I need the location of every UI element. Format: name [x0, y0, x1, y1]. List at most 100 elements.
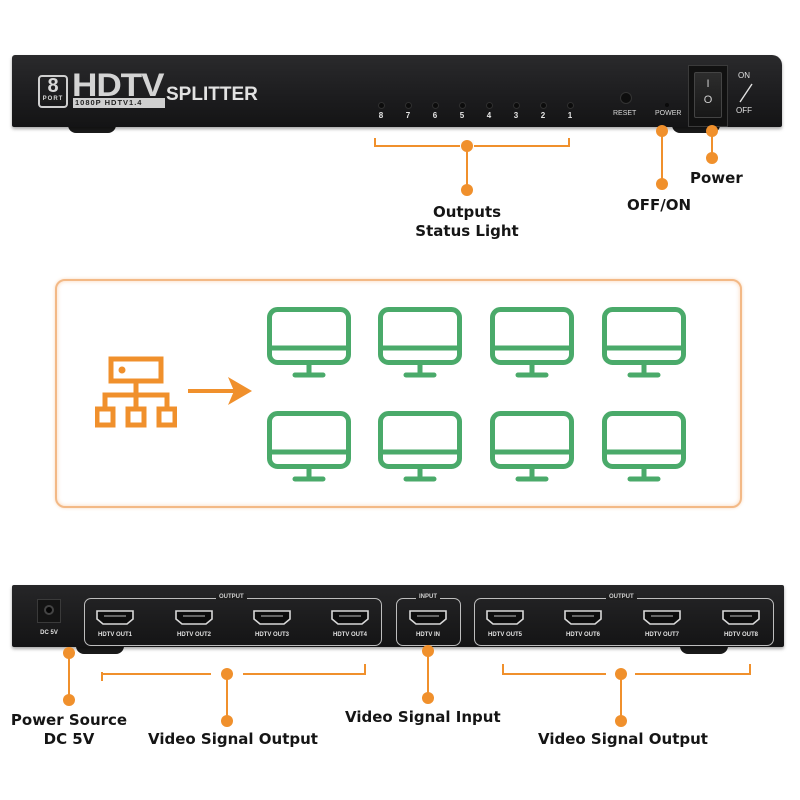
callout-line — [711, 130, 713, 156]
bracket-line — [635, 673, 751, 675]
monitor-icon — [490, 307, 574, 378]
callout-dot — [656, 178, 668, 190]
hdmi-output-port[interactable] — [330, 609, 370, 626]
hdmi-output-port[interactable] — [485, 609, 525, 626]
callout-dot — [461, 184, 473, 196]
on-off-slash-icon — [739, 83, 753, 103]
hdmi-port-label: HDTV OUT7 — [644, 632, 679, 638]
status-led-number: 5 — [459, 111, 465, 120]
hdmi-port-label: HDTV OUT1 — [97, 632, 132, 638]
reset-button[interactable] — [621, 93, 631, 103]
hdmi-output-port[interactable] — [721, 609, 761, 626]
hdmi-output-port[interactable] — [174, 609, 214, 626]
bracket-line — [243, 673, 366, 675]
input-group-title: INPUT — [416, 594, 440, 600]
off-on-label: OFF/ON — [627, 196, 692, 214]
status-led — [433, 103, 438, 108]
status-led-number: 3 — [513, 111, 519, 120]
power-led — [665, 103, 669, 107]
hdmi-port-label: HDTV OUT8 — [723, 632, 758, 638]
status-led — [487, 103, 492, 108]
power-source-label: Power Source DC 5V — [10, 711, 128, 748]
hdmi-output-port[interactable] — [252, 609, 292, 626]
bracket-line — [101, 672, 103, 681]
status-led — [514, 103, 519, 108]
monitor-icon — [602, 411, 686, 482]
monitor-icon — [267, 411, 351, 482]
status-led — [379, 103, 384, 108]
arrow-right-icon — [188, 377, 252, 405]
status-led — [568, 103, 573, 108]
monitor-icon — [490, 411, 574, 482]
status-led — [406, 103, 411, 108]
callout-line — [620, 673, 622, 719]
port-count: 8 — [47, 75, 59, 97]
hdmi-input-port[interactable] — [408, 609, 448, 626]
callout-line — [466, 146, 468, 188]
bracket-line — [374, 138, 376, 147]
callout-line — [661, 130, 663, 182]
callout-dot — [706, 152, 718, 164]
hdmi-port-label: HDTV OUT6 — [565, 632, 600, 638]
hdmi-output-port[interactable] — [642, 609, 682, 626]
on-label: ON — [738, 71, 750, 80]
reset-label: RESET — [613, 110, 637, 117]
device-foot — [672, 124, 720, 133]
status-led-number: 6 — [432, 111, 438, 120]
status-led-number: 4 — [486, 111, 492, 120]
bracket-line — [568, 138, 570, 147]
monitor-icon — [378, 307, 462, 378]
bracket-line — [749, 664, 751, 675]
outputs-status-light-label: Outputs Status Light — [415, 203, 519, 240]
status-led-number: 1 — [567, 111, 573, 120]
network-hub-icon — [95, 356, 177, 428]
device-foot — [680, 645, 728, 654]
output-group-title: OUTPUT — [606, 594, 637, 600]
hdmi-output-port[interactable] — [563, 609, 603, 626]
port-count-badge: 8 PORT — [38, 75, 68, 108]
bracket-line — [101, 673, 211, 675]
status-led-number: 7 — [405, 111, 411, 120]
splitter-front-panel — [12, 55, 782, 127]
power-callout-label: Power — [690, 169, 743, 187]
brand-logo: HDTV — [72, 67, 165, 103]
switch-off-symbol: O — [703, 94, 713, 106]
bracket-line — [502, 673, 606, 675]
video-signal-input-label: Video Signal Input — [345, 708, 501, 726]
bracket-line — [364, 664, 366, 675]
power-switch[interactable]: I O — [694, 72, 722, 118]
hdmi-port-label: HDTV OUT2 — [176, 632, 211, 638]
product-name: SPLITTER — [166, 84, 258, 105]
callout-line — [226, 673, 228, 719]
video-signal-output-left-label: Video Signal Output — [148, 730, 318, 748]
status-led — [541, 103, 546, 108]
status-led-number: 2 — [540, 111, 546, 120]
status-led — [460, 103, 465, 108]
output-group-title: OUTPUT — [216, 594, 247, 600]
hdmi-output-port[interactable] — [95, 609, 135, 626]
device-foot — [76, 645, 124, 654]
callout-dot — [422, 692, 434, 704]
hdmi-port-label: HDTV IN — [416, 632, 440, 638]
hdmi-port-label: HDTV OUT4 — [332, 632, 367, 638]
brand-subtitle: 1080P HDTV1.4 — [73, 98, 165, 108]
callout-dot — [221, 715, 233, 727]
port-word: PORT — [40, 96, 66, 102]
monitor-icon — [267, 307, 351, 378]
off-label: OFF — [736, 106, 752, 115]
callout-line — [427, 650, 429, 696]
switch-on-symbol: I — [706, 78, 710, 90]
device-foot — [68, 124, 116, 133]
dc-power-jack[interactable] — [37, 599, 61, 623]
callout-dot — [615, 715, 627, 727]
status-led-number: 8 — [378, 111, 384, 120]
hdmi-port-label: HDTV OUT5 — [487, 632, 522, 638]
video-signal-output-right-label: Video Signal Output — [538, 730, 708, 748]
monitor-icon — [602, 307, 686, 378]
hdmi-port-label: HDTV OUT3 — [254, 632, 289, 638]
callout-dot — [63, 694, 75, 706]
monitor-icon — [378, 411, 462, 482]
callout-line — [68, 652, 70, 698]
dc-label: DC 5V — [40, 630, 58, 636]
power-label: POWER — [655, 110, 682, 117]
